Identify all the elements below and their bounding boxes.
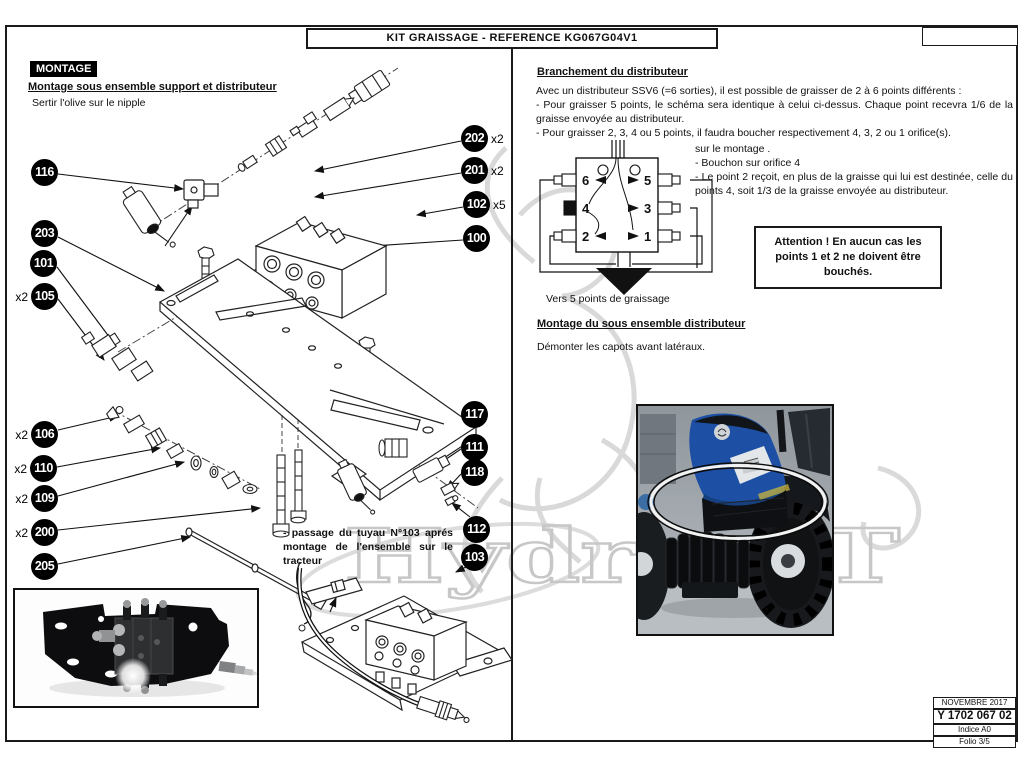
montage-subnote: Sertir l'olive sur le nipple (32, 97, 146, 109)
callout-111: 111 (461, 434, 488, 461)
fitting-group-left (80, 331, 154, 382)
callout-101: 101 (30, 250, 57, 277)
branchement-line-1: Avec un distributeur SSV6 (=6 sorties), … (536, 85, 962, 97)
branchement-heading: Branchement du distributeur (537, 66, 688, 78)
side-note-line-3: - Le point 2 reçoit, en plus de la grais… (695, 170, 1013, 197)
branchement-line-3: - Pour graisser 2, 3, 4 ou 5 points, il … (536, 126, 951, 139)
nipple-chain (106, 405, 258, 495)
callout-110: 110 (30, 455, 57, 482)
assembled-block (364, 601, 468, 695)
distributor-schema: 6 4 2 5 3 1 (539, 140, 713, 295)
callout-201: 201 (461, 157, 488, 184)
port-5: 5 (644, 173, 651, 188)
callout-118: 118 (461, 459, 488, 486)
exploded-diagram (56, 67, 512, 724)
title-block-reference: Y 1702 067 02 (933, 709, 1016, 724)
page-border (5, 25, 1018, 742)
schema-caption: Vers 5 points de graissage (546, 293, 670, 305)
port-4: 4 (582, 201, 590, 216)
schema-ports (553, 173, 681, 243)
callout-202: 202 (461, 125, 488, 152)
hose-end-fitting (416, 695, 470, 724)
schema-port-numbers: 6 4 2 5 3 1 (582, 173, 651, 244)
passage-note: - passage du tuyau N°103 aprés montage d… (283, 527, 453, 567)
callout-205: 205 (31, 553, 58, 580)
port-3: 3 (644, 201, 651, 216)
highlight-ellipse (647, 462, 829, 542)
fitting-chain-top (237, 69, 391, 172)
callout-105: 105 (31, 283, 58, 310)
port-6: 6 (582, 173, 589, 188)
callout-200: 200 (31, 519, 58, 546)
callout-qty-201: x2 (491, 164, 504, 178)
grease-bottle (122, 185, 176, 248)
branchement-paragraph: Avec un distributeur SSV6 (=6 sorties), … (536, 85, 1013, 140)
montage-heading: Montage sous ensemble support et distrib… (28, 81, 277, 93)
hook-end (298, 624, 306, 632)
callout-qty-102: x5 (493, 198, 506, 212)
top-right-box (922, 27, 1018, 46)
schema-arrows (595, 176, 639, 240)
callout-203: 203 (31, 220, 58, 247)
callout-qty-105: x2 (15, 290, 28, 304)
long-screws (272, 449, 307, 538)
panel-divider (511, 45, 513, 741)
grease-bottle-2 (337, 458, 376, 515)
plug-port-4 (563, 200, 577, 216)
tractor-photo (636, 404, 834, 636)
callout-qty-109: x2 (15, 492, 28, 506)
fitting-group-right (378, 438, 460, 507)
assembled-unit (297, 567, 512, 724)
title-block-indice: Indice A0 (933, 724, 1016, 736)
callout-103: 103 (461, 544, 488, 571)
side-note-line-2: - Bouchon sur orifice 4 (695, 156, 801, 169)
down-arrow (596, 268, 652, 295)
side-note-line-1: sur le montage . (695, 143, 771, 155)
assembly-photo-image (15, 590, 257, 706)
attention-box: Attention ! En aucun cas les points 1 et… (754, 226, 942, 289)
callout-112: 112 (463, 516, 490, 543)
elbow-fitting (183, 179, 219, 209)
montage-distrib-text: Démonter les capots avant latéraux. (537, 341, 706, 353)
montage-distrib-heading: Montage du sous ensemble distributeur (537, 318, 746, 330)
callout-106: 106 (31, 421, 58, 448)
title-block: NOVEMBRE 2017 Y 1702 067 02 Indice A0 Fo… (933, 697, 1016, 748)
callout-109: 109 (31, 485, 58, 512)
tractor-photo-image (638, 406, 832, 634)
callout-qty-202: x2 (491, 132, 504, 146)
callout-qty-110: x2 (14, 462, 27, 476)
callout-117: 117 (461, 401, 488, 428)
port-1: 1 (644, 229, 651, 244)
schema-block (575, 157, 659, 253)
port-2: 2 (582, 229, 589, 244)
callout-116: 116 (31, 159, 58, 186)
branchement-line-2: - Pour graisser 5 points, le schéma sera… (536, 98, 1013, 125)
front-weights (665, 531, 750, 598)
montage-tag: MONTAGE (30, 61, 98, 77)
title-block-date: NOVEMBRE 2017 (933, 697, 1016, 709)
schema-routing (539, 140, 713, 273)
assembly-photo (13, 588, 259, 708)
callout-102: 102 (463, 191, 490, 218)
title-block-folio: Folio 3/5 (933, 736, 1016, 748)
callout-100: 100 (463, 225, 490, 252)
schema-side-note: sur le montage . - Bouchon sur orifice 4… (695, 143, 1013, 198)
page-title: KIT GRAISSAGE - REFERENCE KG067G04V1 (306, 28, 718, 49)
callout-qty-200: x2 (15, 526, 28, 540)
callout-qty-106: x2 (15, 428, 28, 442)
